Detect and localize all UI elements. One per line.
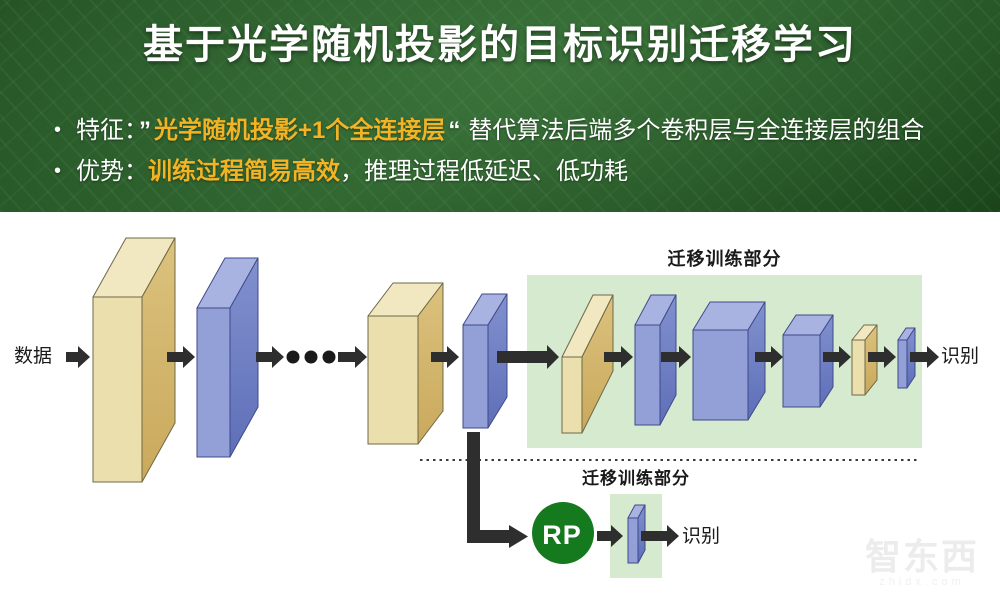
slide-title: 基于光学随机投影的目标识别迁移学习 [143, 23, 857, 67]
flow-arrow [597, 525, 623, 547]
watermark-domain: zhidx.com [879, 576, 965, 588]
layer-box-11-blue-front [627, 517, 639, 564]
layer-box-1-tan-front [92, 296, 143, 483]
ellipsis-dot [304, 350, 318, 364]
bullet-advantage-lead: 优势： [76, 158, 148, 185]
bullet-feature-highlight: 光学随机投影+1个全连接层 [154, 117, 446, 144]
transfer-label-top: 迁移训练部分 [667, 249, 782, 269]
flow-arrow [256, 346, 284, 368]
layer-box-7-blue-front [692, 329, 749, 421]
bullet-list: • 特征：”光学随机投影+1个全连接层“ 替代算法后端多个卷积层与全连接层的组合 •… [0, 110, 1000, 192]
branch-connector-vertical [467, 432, 480, 543]
layer-box-4-blue-front [462, 324, 489, 429]
ellipsis-dot [286, 350, 300, 364]
flow-arrow [755, 346, 783, 368]
flow-arrow [823, 346, 851, 368]
branch-connector-arrowhead [509, 525, 528, 548]
flow-arrow [604, 346, 633, 368]
flow-arrow [910, 346, 939, 368]
layer-box-5-tan-front [561, 356, 583, 434]
transfer-label-bottom: 迁移训练部分 [582, 469, 690, 488]
bullet-feature: • 特征：”光学随机投影+1个全连接层“ 替代算法后端多个卷积层与全连接层的组合 [54, 110, 1000, 151]
layer-box-10-blue-front [897, 339, 908, 389]
layer-box-3-tan-front [367, 315, 419, 445]
rp-circle [532, 502, 594, 564]
bullet-marker: • [54, 119, 62, 141]
flow-arrow [431, 346, 459, 368]
bullet-feature-tail: 替代算法后端多个卷积层与全连接层的组合 [468, 117, 925, 144]
bullet-marker: • [54, 160, 62, 182]
ellipsis-dot [322, 350, 336, 364]
branch-connector-horizontal [467, 530, 509, 543]
flow-arrow [641, 525, 679, 547]
recognition-label-bottom: 识别 [682, 526, 721, 547]
layer-box-9-tan-front [851, 339, 866, 396]
flow-arrow [66, 346, 90, 368]
watermark-brand: 智东西 [864, 536, 979, 577]
flow-arrow [497, 345, 559, 369]
layer-box-8-blue-front [782, 334, 821, 408]
watermark: 智东西 zhidx.com [852, 536, 992, 589]
flow-arrow [338, 346, 367, 368]
input-label: 数据 [14, 346, 53, 367]
open-quote: ” [139, 117, 151, 144]
layer-box-6-blue-front [634, 324, 661, 426]
header-band: 基于光学随机投影的目标识别迁移学习 • 特征：”光学随机投影+1个全连接层“ 替代算… [0, 0, 1000, 212]
layer-box-2-blue-front [196, 307, 231, 458]
network-diagram [66, 237, 939, 578]
bullet-feature-lead: 特征： [76, 117, 136, 144]
diagram-area: 数据 迁移训练部分 识别 迁移训练部分 RP 识别 智东西 zhidx.com [0, 212, 1000, 604]
bullet-advantage: • 优势：训练过程简易高效，推理过程低延迟、低功耗 [54, 151, 1000, 192]
bullet-advantage-tail: ，推理过程低延迟、低功耗 [340, 158, 628, 185]
flow-arrow [167, 346, 195, 368]
bullet-advantage-highlight: 训练过程简易高效 [148, 158, 340, 185]
flow-arrow [868, 346, 896, 368]
recognition-label-top: 识别 [941, 346, 980, 367]
close-quote: “ [448, 117, 461, 144]
rp-label: RP [542, 520, 582, 550]
flow-arrow [661, 346, 691, 368]
